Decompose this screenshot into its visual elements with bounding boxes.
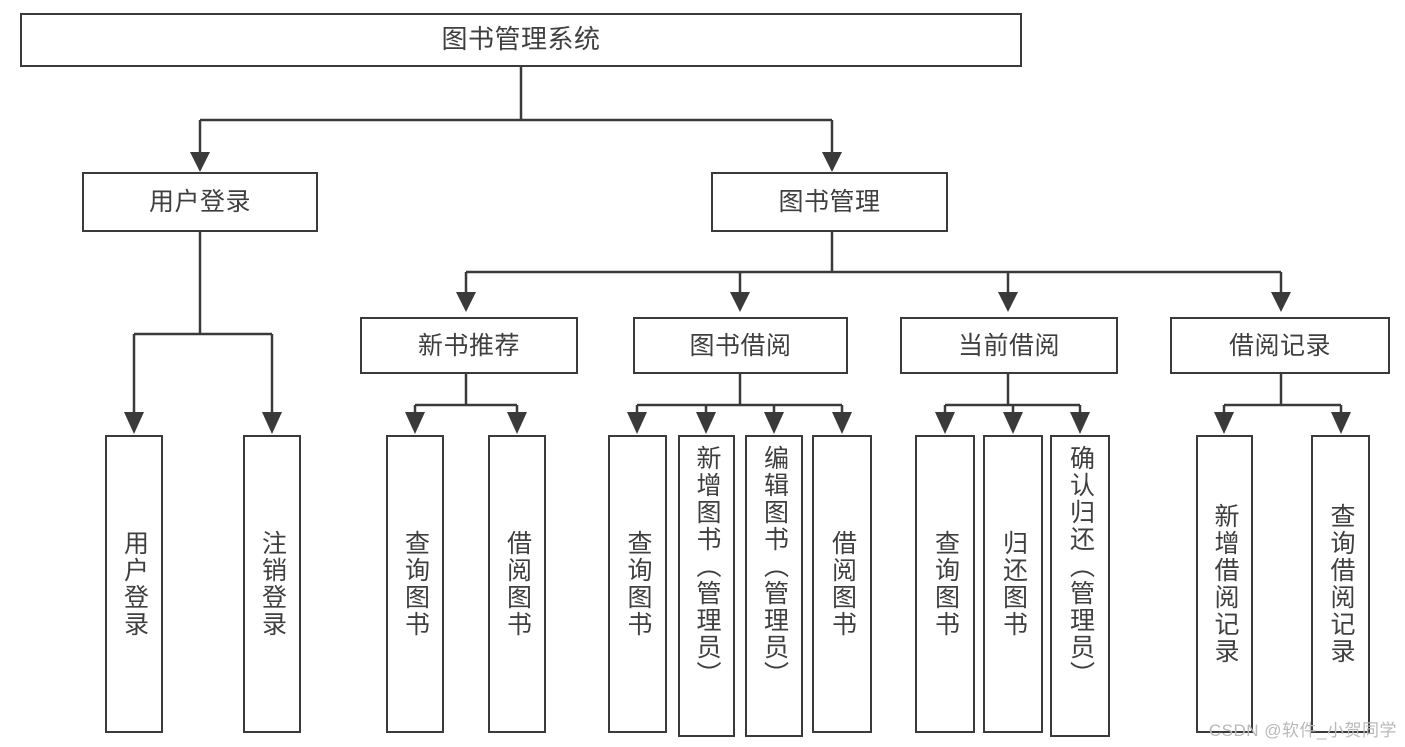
- node-root-system-label: 图书管理系统: [441, 24, 601, 55]
- arrow-leaf-query-book-1: [405, 412, 425, 434]
- arrow-book-management: [822, 152, 842, 172]
- node-user-login-label: 用户登录: [148, 188, 251, 216]
- node-book-borrow-label: 图书借阅: [689, 331, 792, 360]
- leaf-borrow-book-1[interactable]: 借阅图书: [488, 435, 546, 733]
- arrow-leaf-add-book-admin: [696, 412, 716, 434]
- leaf-query-borrow-record[interactable]: 查询借阅记录: [1311, 435, 1370, 733]
- leaf-borrow-book-2[interactable]: 借阅图书: [812, 435, 872, 733]
- leaf-return-book[interactable]: 归还图书: [983, 435, 1043, 733]
- node-current-borrow[interactable]: 当前借阅: [900, 317, 1118, 374]
- leaf-add-borrow-record-label: 新增借阅记录: [1211, 503, 1239, 665]
- leaf-confirm-return-admin[interactable]: 确认归还（管理员）: [1050, 435, 1110, 737]
- node-borrow-record-label: 借阅记录: [1228, 331, 1331, 360]
- node-new-book-recommend-label: 新书推荐: [417, 331, 520, 360]
- arrow-leaf-query-borrow-record: [1331, 412, 1351, 434]
- arrow-leaf-return-book: [1003, 412, 1023, 434]
- arrow-current-borrow: [998, 292, 1018, 312]
- node-book-management[interactable]: 图书管理: [711, 172, 948, 232]
- arrow-leaf-query-book-2: [627, 412, 647, 434]
- leaf-user-login[interactable]: 用户登录: [105, 435, 163, 733]
- leaf-user-login-label: 用户登录: [120, 530, 149, 638]
- leaf-query-book-1-label: 查询图书: [401, 530, 430, 638]
- arrow-leaf-query-book-3: [935, 412, 955, 434]
- leaf-query-borrow-record-label: 查询借阅记录: [1327, 503, 1355, 665]
- arrow-leaf-user-login: [124, 412, 144, 434]
- arrow-leaf-confirm-return-admin: [1070, 412, 1090, 434]
- leaf-logout-login-label: 注销登录: [258, 530, 287, 638]
- leaf-confirm-return-admin-label: 确认归还（管理员）: [1066, 445, 1095, 688]
- leaf-query-book-3-label: 查询图书: [931, 530, 960, 638]
- leaf-add-book-admin-label: 新增图书（管理员）: [693, 445, 721, 688]
- leaf-return-book-label: 归还图书: [999, 530, 1028, 638]
- leaf-borrow-book-1-label: 借阅图书: [503, 530, 532, 638]
- leaf-query-book-1[interactable]: 查询图书: [386, 435, 444, 733]
- node-book-management-label: 图书管理: [778, 188, 881, 216]
- leaf-borrow-book-2-label: 借阅图书: [828, 530, 857, 638]
- leaf-add-borrow-record[interactable]: 新增借阅记录: [1196, 435, 1253, 733]
- arrow-user-login: [190, 152, 210, 172]
- node-new-book-recommend[interactable]: 新书推荐: [360, 317, 578, 374]
- leaf-query-book-2-label: 查询图书: [624, 530, 652, 638]
- arrow-borrow-record: [1271, 292, 1291, 312]
- arrow-leaf-edit-book-admin: [764, 412, 784, 434]
- node-book-borrow[interactable]: 图书借阅: [633, 317, 848, 374]
- node-user-login[interactable]: 用户登录: [82, 172, 318, 232]
- watermark-csdn: CSDN @软件_小贺同学: [1208, 721, 1397, 740]
- arrow-book-borrow: [730, 292, 750, 312]
- arrow-new-book-recommend: [456, 292, 476, 312]
- leaf-query-book-2[interactable]: 查询图书: [608, 435, 667, 733]
- leaf-add-book-admin[interactable]: 新增图书（管理员）: [678, 435, 735, 737]
- node-root-system[interactable]: 图书管理系统: [20, 13, 1022, 67]
- leaf-edit-book-admin-label: 编辑图书（管理员）: [760, 445, 789, 688]
- leaf-edit-book-admin[interactable]: 编辑图书（管理员）: [745, 435, 803, 737]
- arrow-leaf-logout-login: [262, 412, 282, 434]
- leaf-logout-login[interactable]: 注销登录: [243, 435, 301, 733]
- node-current-borrow-label: 当前借阅: [957, 331, 1060, 360]
- arrow-leaf-add-borrow-record: [1214, 412, 1234, 434]
- arrow-leaf-borrow-book-2: [832, 412, 852, 434]
- leaf-query-book-3[interactable]: 查询图书: [915, 435, 975, 733]
- arrow-leaf-borrow-book-1: [507, 412, 527, 434]
- node-borrow-record[interactable]: 借阅记录: [1170, 317, 1390, 374]
